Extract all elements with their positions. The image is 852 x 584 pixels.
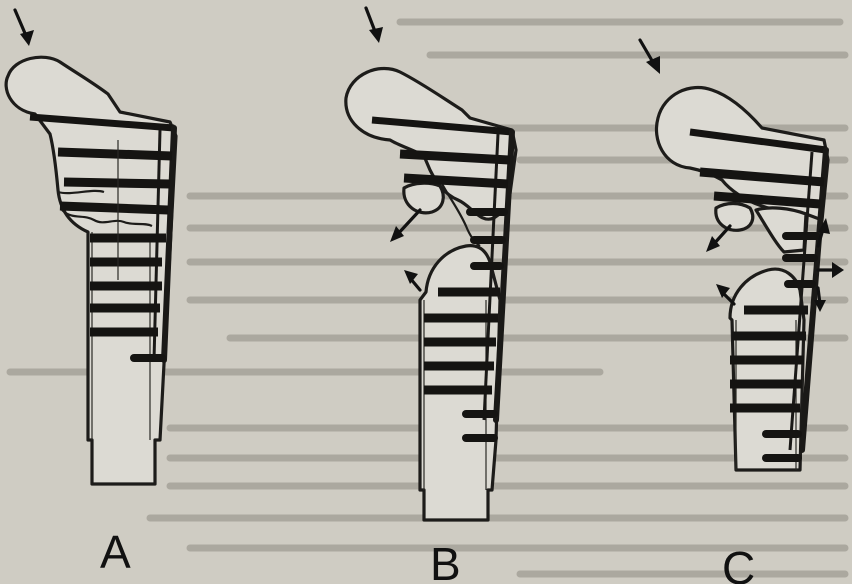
- panel-c: C: [640, 40, 844, 584]
- femur-distal-fragment-c: [730, 269, 804, 470]
- panel-label-c: C: [722, 542, 755, 584]
- displacement-arrows-b: [390, 210, 420, 290]
- load-arrow-b: [366, 8, 383, 43]
- lesser-trochanter-fragment-c: [716, 204, 753, 231]
- femur-distal-fragment-b: [420, 246, 500, 520]
- lesser-trochanter-fragment-b: [404, 183, 443, 213]
- panel-label-b: B: [430, 538, 461, 584]
- panel-a: A: [6, 10, 176, 578]
- load-arrow-a: [15, 10, 34, 46]
- panel-label-a: A: [100, 526, 131, 578]
- panel-b: B: [346, 8, 516, 584]
